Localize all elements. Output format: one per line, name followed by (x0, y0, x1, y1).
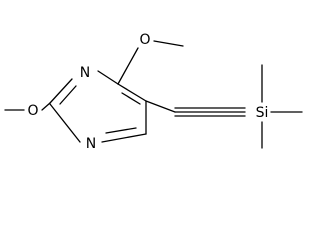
atom-label-n3: N (86, 136, 96, 150)
double-bond-c4-n3 (105, 127, 137, 134)
bond-c2-n1 (49, 78, 73, 104)
double-bond-c6-c5 (121, 92, 141, 105)
double-bond-c2-n1 (59, 85, 77, 105)
molecule-structure: N N O O Si (4, 32, 303, 150)
bond-n3-c2 (49, 103, 81, 143)
bond-c4-n3 (101, 133, 147, 143)
atom-label-o-left: O (27, 103, 38, 119)
atom-label-si: Si (256, 105, 269, 121)
bond-c5-alkyne (145, 100, 176, 113)
bond-o-top-methyl (153, 40, 184, 47)
bond-c6-c5 (117, 83, 147, 102)
atom-label-n1: N (80, 65, 90, 81)
bond-n1-c6 (97, 70, 119, 85)
bond-c2-o-left (41, 102, 51, 111)
atom-label-o-top: O (139, 32, 150, 48)
bond-c6-o-top (117, 47, 139, 85)
